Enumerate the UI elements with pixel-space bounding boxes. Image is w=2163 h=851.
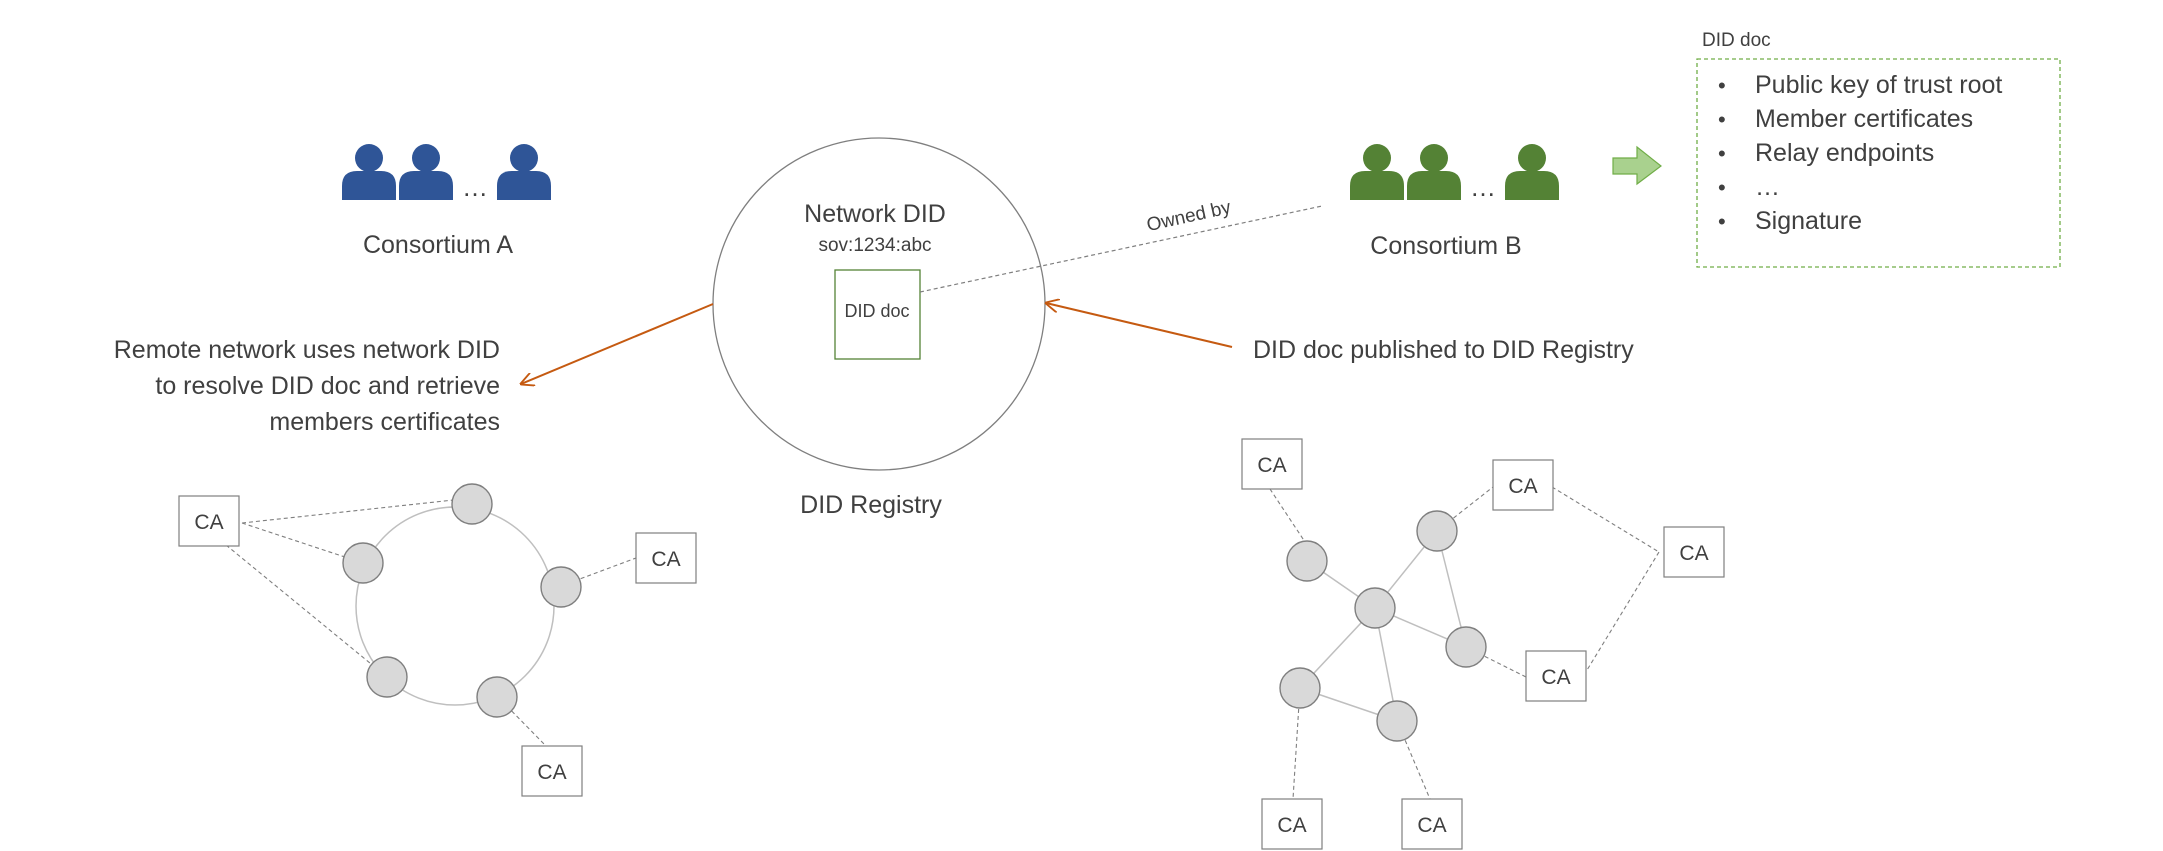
resolve-arrow: [521, 303, 714, 384]
ca-box: [1492, 459, 1554, 511]
ca-link: [560, 557, 637, 587]
did-doc-box: [834, 269, 921, 360]
network-node: [1416, 510, 1458, 552]
ca-box: [1241, 438, 1303, 490]
did-registry-label: DID Registry: [800, 491, 942, 519]
ca-label: CA: [1508, 475, 1537, 498]
consortium-a-people-icon: [342, 144, 551, 200]
network-node: [342, 542, 384, 584]
published-arrow: [1046, 303, 1233, 348]
ca-box: [1525, 650, 1587, 702]
consortium-b-people-icon: [1350, 144, 1559, 200]
did-doc-box-label: DID doc: [844, 301, 909, 321]
did-doc-item-1: Public key of trust root: [1755, 71, 2002, 99]
ca-box: [1663, 526, 1725, 578]
did-doc-item-4: …: [1755, 173, 1780, 201]
ca-label: CA: [194, 511, 223, 534]
bullet-icon: •: [1718, 107, 1726, 132]
consortium-b-network: CA CA CA CA CA CA: [1241, 438, 1725, 850]
resolve-label-line-3: members certificates: [269, 408, 500, 436]
consortium-a-label: Consortium A: [363, 231, 513, 259]
network-did-title: Network DID: [804, 200, 946, 228]
ca-link: [1292, 687, 1301, 800]
ca-link: [1436, 486, 1494, 532]
network-node: [1286, 540, 1328, 582]
network-node: [540, 566, 582, 608]
bullet-icon: •: [1718, 73, 1726, 98]
ca-link: [1583, 551, 1660, 676]
network-node: [1354, 587, 1396, 629]
network-did-value: sov:1234:abc: [818, 235, 931, 256]
ca-label: CA: [1277, 814, 1306, 837]
ca-link: [1269, 488, 1308, 546]
did-doc-panel-list: • Public key of trust root • Member cert…: [1718, 71, 2002, 235]
ca-link: [496, 695, 547, 747]
ca-box: [635, 532, 697, 584]
network-node: [366, 656, 408, 698]
ca-box: [521, 745, 583, 797]
owned-by-label: Owned by: [1145, 197, 1234, 236]
network-node: [476, 676, 518, 718]
did-doc-item-5: Signature: [1755, 207, 1862, 235]
resolve-label-line-1: Remote network uses network DID: [114, 336, 500, 364]
consortium-b-label: Consortium B: [1370, 232, 1521, 260]
ca-label: CA: [651, 548, 680, 571]
bullet-icon: •: [1718, 209, 1726, 234]
ca-label: CA: [1257, 454, 1286, 477]
ca-box: [1261, 798, 1323, 850]
did-doc-panel-arrow-icon: [1612, 145, 1662, 186]
ca-link: [241, 522, 364, 564]
did-doc-panel-title: DID doc: [1702, 30, 1771, 51]
resolve-label-line-2: to resolve DID doc and retrieve: [155, 372, 500, 400]
ca-box: [178, 495, 240, 547]
bullet-icon: •: [1718, 141, 1726, 166]
ca-link: [241, 497, 473, 524]
did-doc-item-3: Relay endpoints: [1755, 139, 1934, 167]
did-doc-item-2: Member certificates: [1755, 105, 1973, 133]
network-node: [1445, 626, 1487, 668]
did-doc-panel: [1696, 58, 2061, 268]
ca-box: [1401, 798, 1463, 850]
ca-label: CA: [1541, 666, 1570, 689]
consortium-b-ellipsis: …: [1470, 172, 1496, 202]
owned-by-line: [919, 205, 1323, 293]
ca-label: CA: [537, 761, 566, 784]
network-node: [1376, 700, 1418, 742]
ca-label: CA: [1679, 542, 1708, 565]
ca-link: [1551, 486, 1660, 553]
network-node: [1279, 667, 1321, 709]
resolve-label: Remote network uses network DID to resol…: [114, 336, 500, 436]
published-label: DID doc published to DID Registry: [1253, 336, 1634, 364]
consortium-a-ellipsis: …: [462, 172, 488, 202]
consortium-a-network: CA CA CA: [178, 483, 697, 797]
bullet-icon: •: [1718, 175, 1726, 200]
network-node: [451, 483, 493, 525]
ca-label: CA: [1417, 814, 1446, 837]
